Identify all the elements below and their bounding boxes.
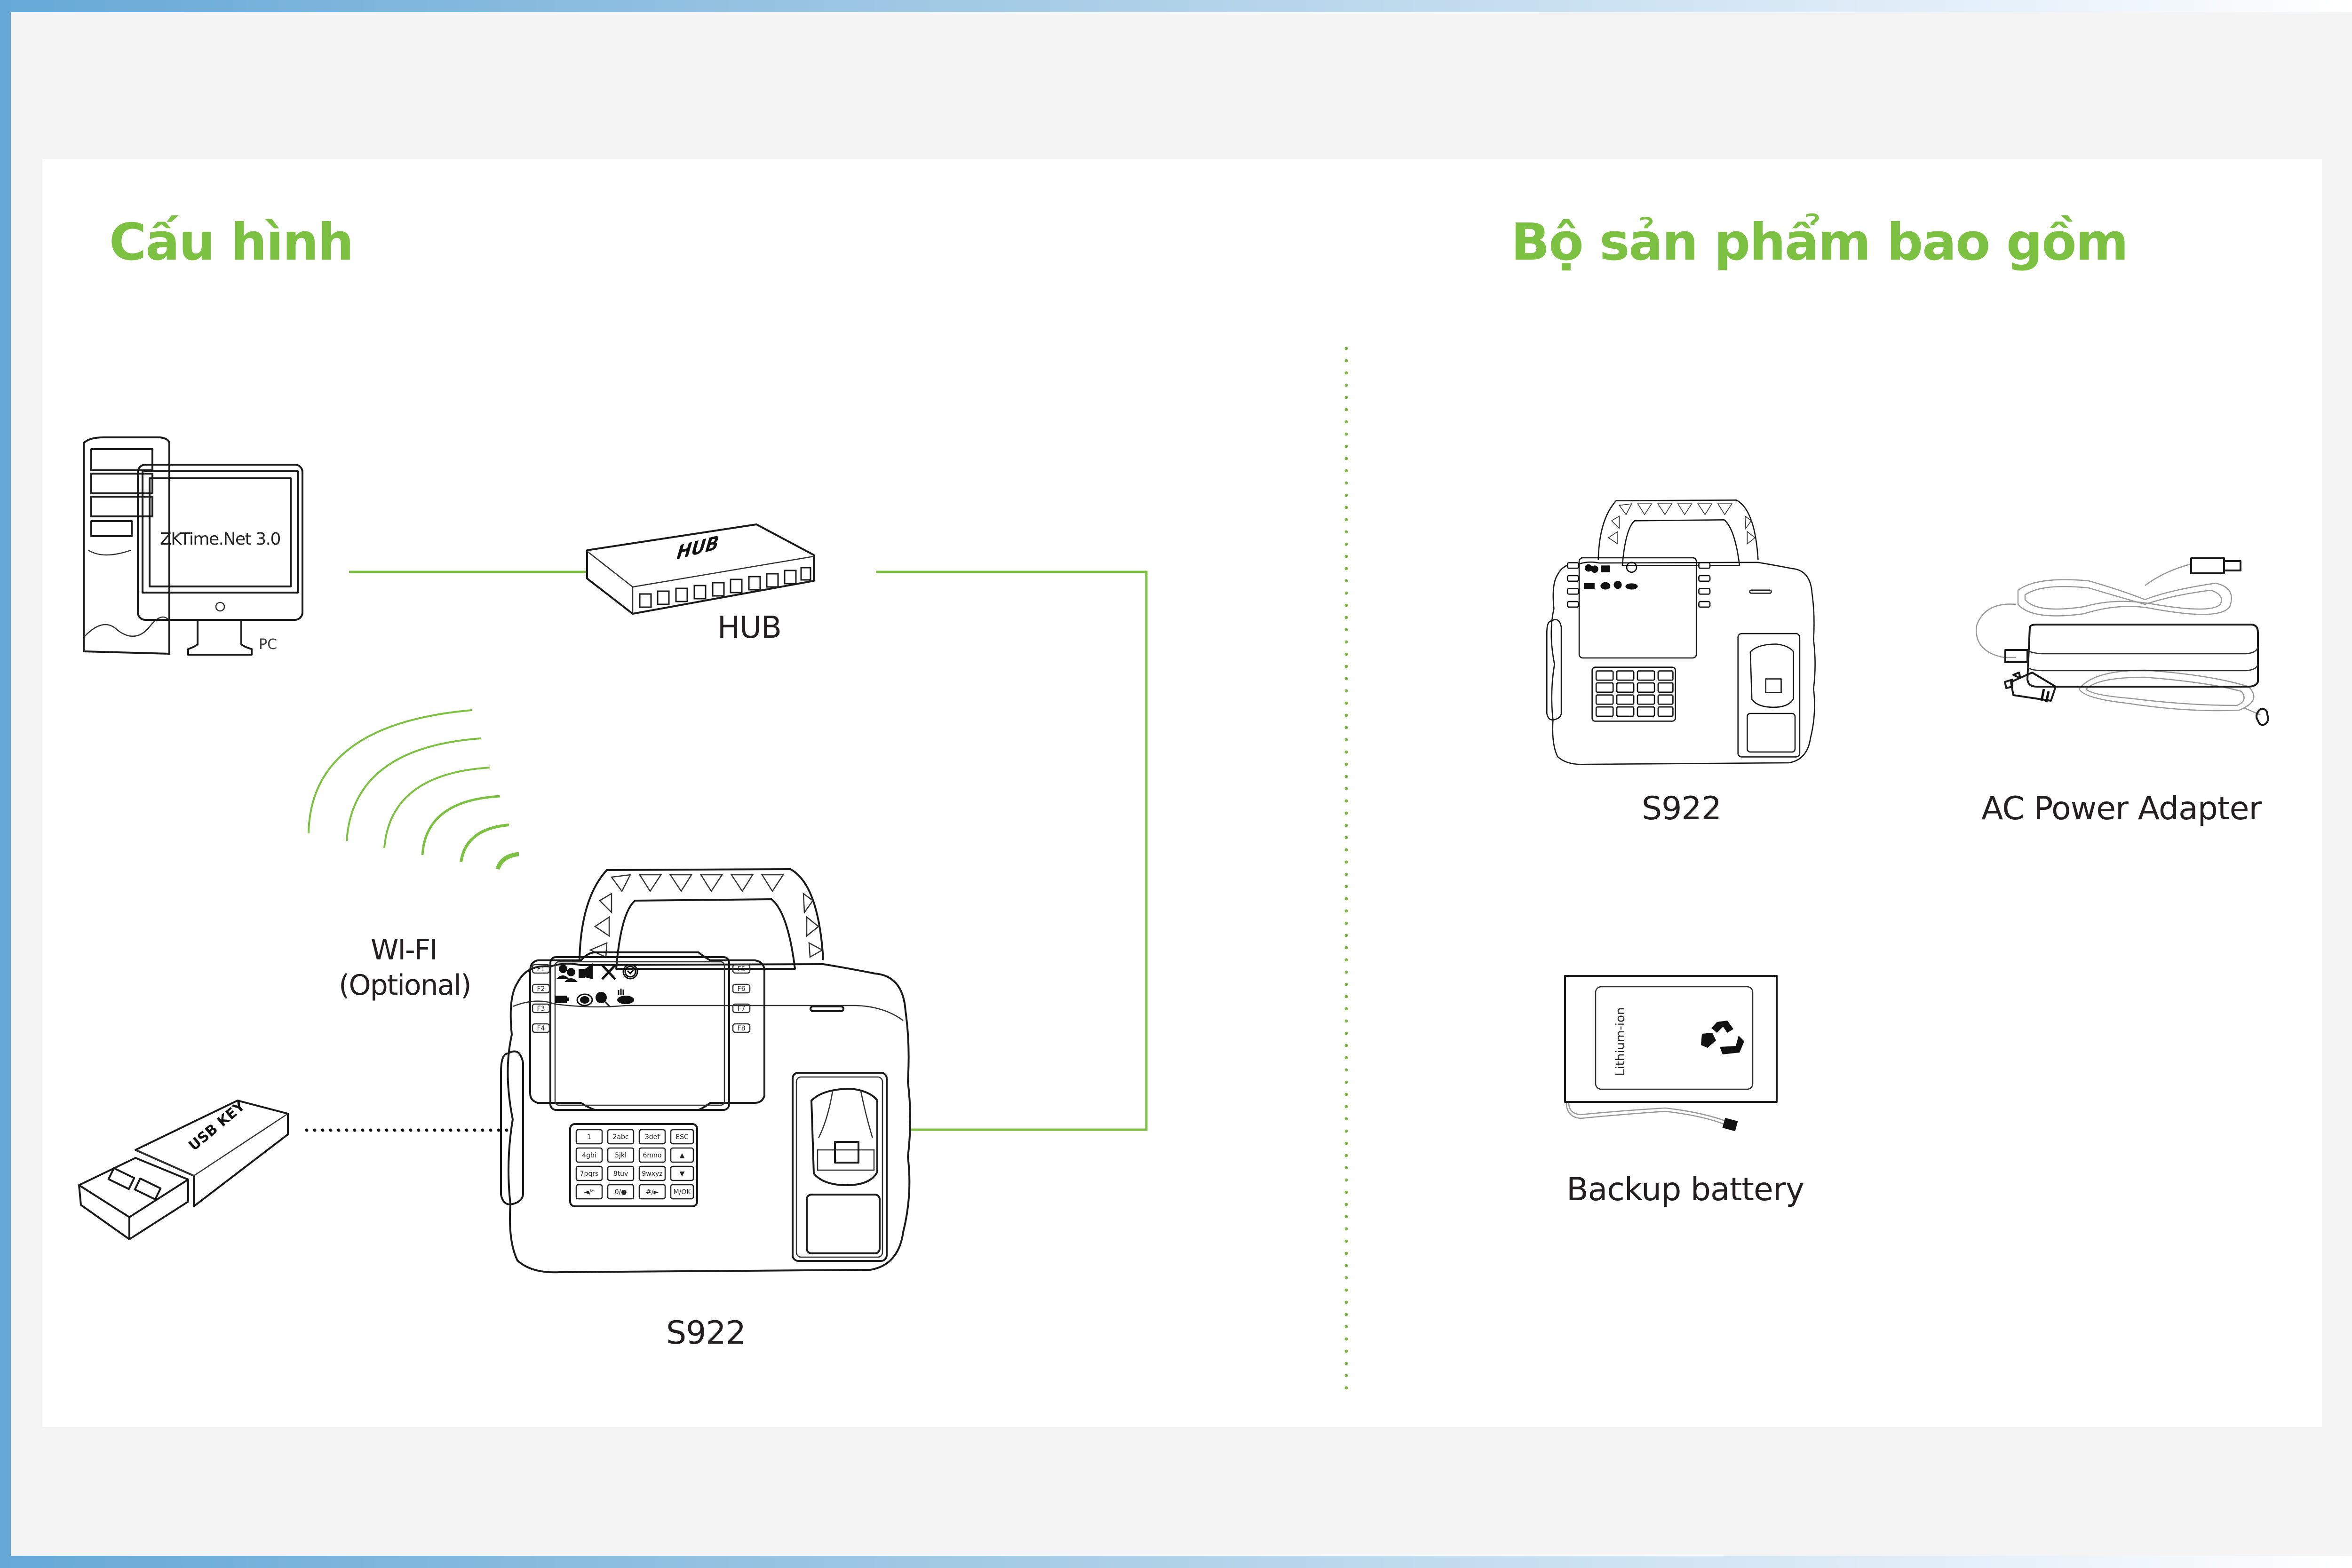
screen-menu-icons (555, 963, 638, 1007)
hub-label: HUB (717, 610, 782, 645)
f-key: F5 (738, 966, 746, 973)
device-label: S922 (666, 1315, 746, 1352)
search-icon (596, 992, 611, 1007)
keypad-key: 9wxyz (638, 1165, 666, 1181)
keypad-key: 3def (638, 1129, 666, 1145)
keypad-key-label: 1 (587, 1133, 591, 1141)
pc-screen-text: ZKTime.Net 3.0 (160, 530, 280, 549)
fingerprint-icon (576, 993, 593, 1006)
keypad-key-label: 8tuv (613, 1170, 628, 1178)
frame-bottom-bar (0, 1556, 2352, 1568)
function-keys-left: F1 F2 F3 F4 (532, 964, 550, 1033)
keypad-key-label: 7pqrs (580, 1170, 599, 1178)
f-key: F4 (537, 1025, 545, 1032)
package-contents-title: Bộ sản phẩm bao gồm (1511, 213, 2129, 272)
network-hub-icon: HUB (586, 523, 815, 615)
keypad-key-label: M/OK (674, 1188, 691, 1196)
keypad-key: 7pqrs (575, 1165, 603, 1181)
f-key: F6 (738, 985, 746, 993)
keypad-key: 4ghi (575, 1147, 603, 1163)
function-keys-right: F5 F6 F7 F8 (732, 964, 751, 1033)
keypad-key-label: #/► (646, 1188, 659, 1196)
battery-icon: Lithium-ion (1564, 975, 1778, 1132)
keypad-key: 8tuv (607, 1165, 635, 1181)
f-key: F1 (537, 966, 545, 973)
users-icon (556, 965, 578, 982)
kit-item-s922-label: S922 (1642, 790, 1722, 827)
tools-icon (601, 964, 616, 980)
frame-left-bar (0, 0, 11, 1568)
power-adapter-icon (1976, 557, 2269, 726)
battery-text: Lithium-ion (1613, 1007, 1628, 1076)
section-divider (1344, 342, 1348, 1391)
keypad-key: 5jkl (607, 1147, 635, 1163)
keypad-key: ESC (670, 1129, 694, 1145)
keypad-key-label: 4ghi (582, 1152, 596, 1159)
keypad-key: 1 (575, 1129, 603, 1145)
keypad-key: #/► (638, 1184, 666, 1200)
keypad-key-label: 2abc (612, 1133, 628, 1141)
keypad-key: ◄/* (575, 1184, 603, 1200)
keypad: 1 2abc 3def ESC 4ghi 5jkl 6mno ▲ 7pqrs 8tuv 9wxyz ▼… (575, 1129, 694, 1200)
keypad-key: M/OK (670, 1184, 694, 1200)
keypad-key-label: ESC (675, 1133, 689, 1141)
keypad-key: ▼ (670, 1165, 694, 1181)
keypad-key: 2abc (607, 1129, 635, 1145)
speaker-icon (579, 963, 593, 979)
pc-label: PC (259, 636, 277, 653)
configuration-title: Cấu hình (109, 213, 354, 272)
keypad-key-label: 9wxyz (642, 1170, 662, 1178)
keypad-key-label: ▼ (680, 1170, 685, 1178)
recycle-icon (1701, 1021, 1744, 1054)
wifi-label-line2: (Optional) (339, 969, 471, 1002)
f-key: F2 (537, 985, 545, 993)
wifi-label-line1: WI-FI (371, 934, 438, 966)
keypad-key: 0/● (607, 1184, 635, 1200)
hub-ports (639, 567, 811, 608)
content-card (42, 159, 2322, 1427)
palm-icon (617, 989, 634, 1004)
keypad-key: 6mno (638, 1147, 666, 1163)
desktop-computer-icon: ZKTime.Net 3.0 PC (83, 436, 303, 656)
keypad-key-label: 5jkl (615, 1152, 627, 1159)
time-attendance-terminal-icon: F1 F2 F3 F4 F5 F6 F7 F8 1 2abc 3def ESC 4ghi… (500, 868, 911, 1274)
clock-icon (622, 964, 638, 980)
keypad-key: ▲ (670, 1147, 694, 1163)
keypad-key-label: 3def (645, 1133, 660, 1141)
f-key: F7 (738, 1005, 746, 1013)
keypad-key-label: 6mno (643, 1152, 662, 1159)
f-key: F3 (537, 1005, 545, 1013)
keypad-key-label: ◄/* (584, 1188, 594, 1196)
usb-key-icon: USB KEY (78, 1097, 289, 1240)
frame-top-bar (0, 0, 2352, 12)
time-attendance-terminal-icon (1546, 499, 1816, 765)
keypad-key-label: 0/● (615, 1188, 627, 1196)
keypad-key-label: ▲ (680, 1152, 685, 1159)
f-key: F8 (738, 1025, 746, 1032)
wire-hub-device (876, 570, 1148, 1131)
battery-status-icon (555, 996, 569, 1003)
kit-item-adapter-label: AC Power Adapter (1981, 790, 2262, 827)
wifi-signal-icon (308, 709, 519, 870)
kit-item-battery-label: Backup battery (1566, 1171, 1804, 1208)
